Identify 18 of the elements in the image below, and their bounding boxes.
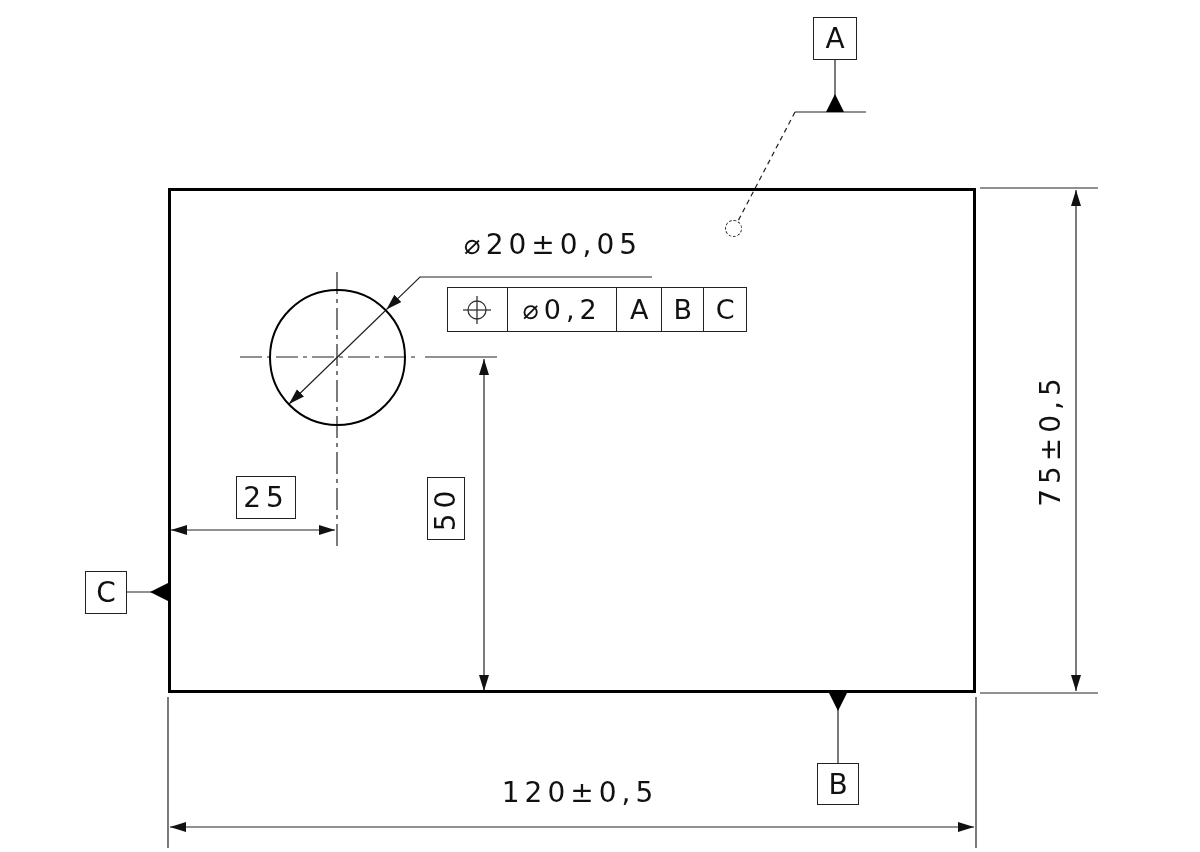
- datum-reference: C: [714, 293, 736, 327]
- datum-letter: A: [813, 17, 857, 60]
- datum-feature-leader: [737, 59, 867, 222]
- diameter-tolerance: ⌀20±0,05: [452, 228, 654, 277]
- dimension-value: 75±0,5: [1033, 373, 1067, 507]
- datum-reference: A: [617, 288, 663, 331]
- dimension-value: 120±0,5: [500, 775, 660, 811]
- datum-reference: B: [662, 288, 705, 331]
- datum-feature-leader: [829, 692, 847, 764]
- basic-dimension: 25: [236, 476, 296, 519]
- datum-letter: C: [85, 571, 127, 614]
- basic-dimension: 50: [427, 477, 465, 540]
- hole-circle: [269, 289, 406, 426]
- leader-line: [385, 276, 653, 311]
- tolerance-value: ⌀0,2: [507, 288, 618, 331]
- datum-letter: B: [817, 763, 859, 805]
- datum-feature-leader: [126, 583, 169, 601]
- plate-outline: [168, 188, 976, 693]
